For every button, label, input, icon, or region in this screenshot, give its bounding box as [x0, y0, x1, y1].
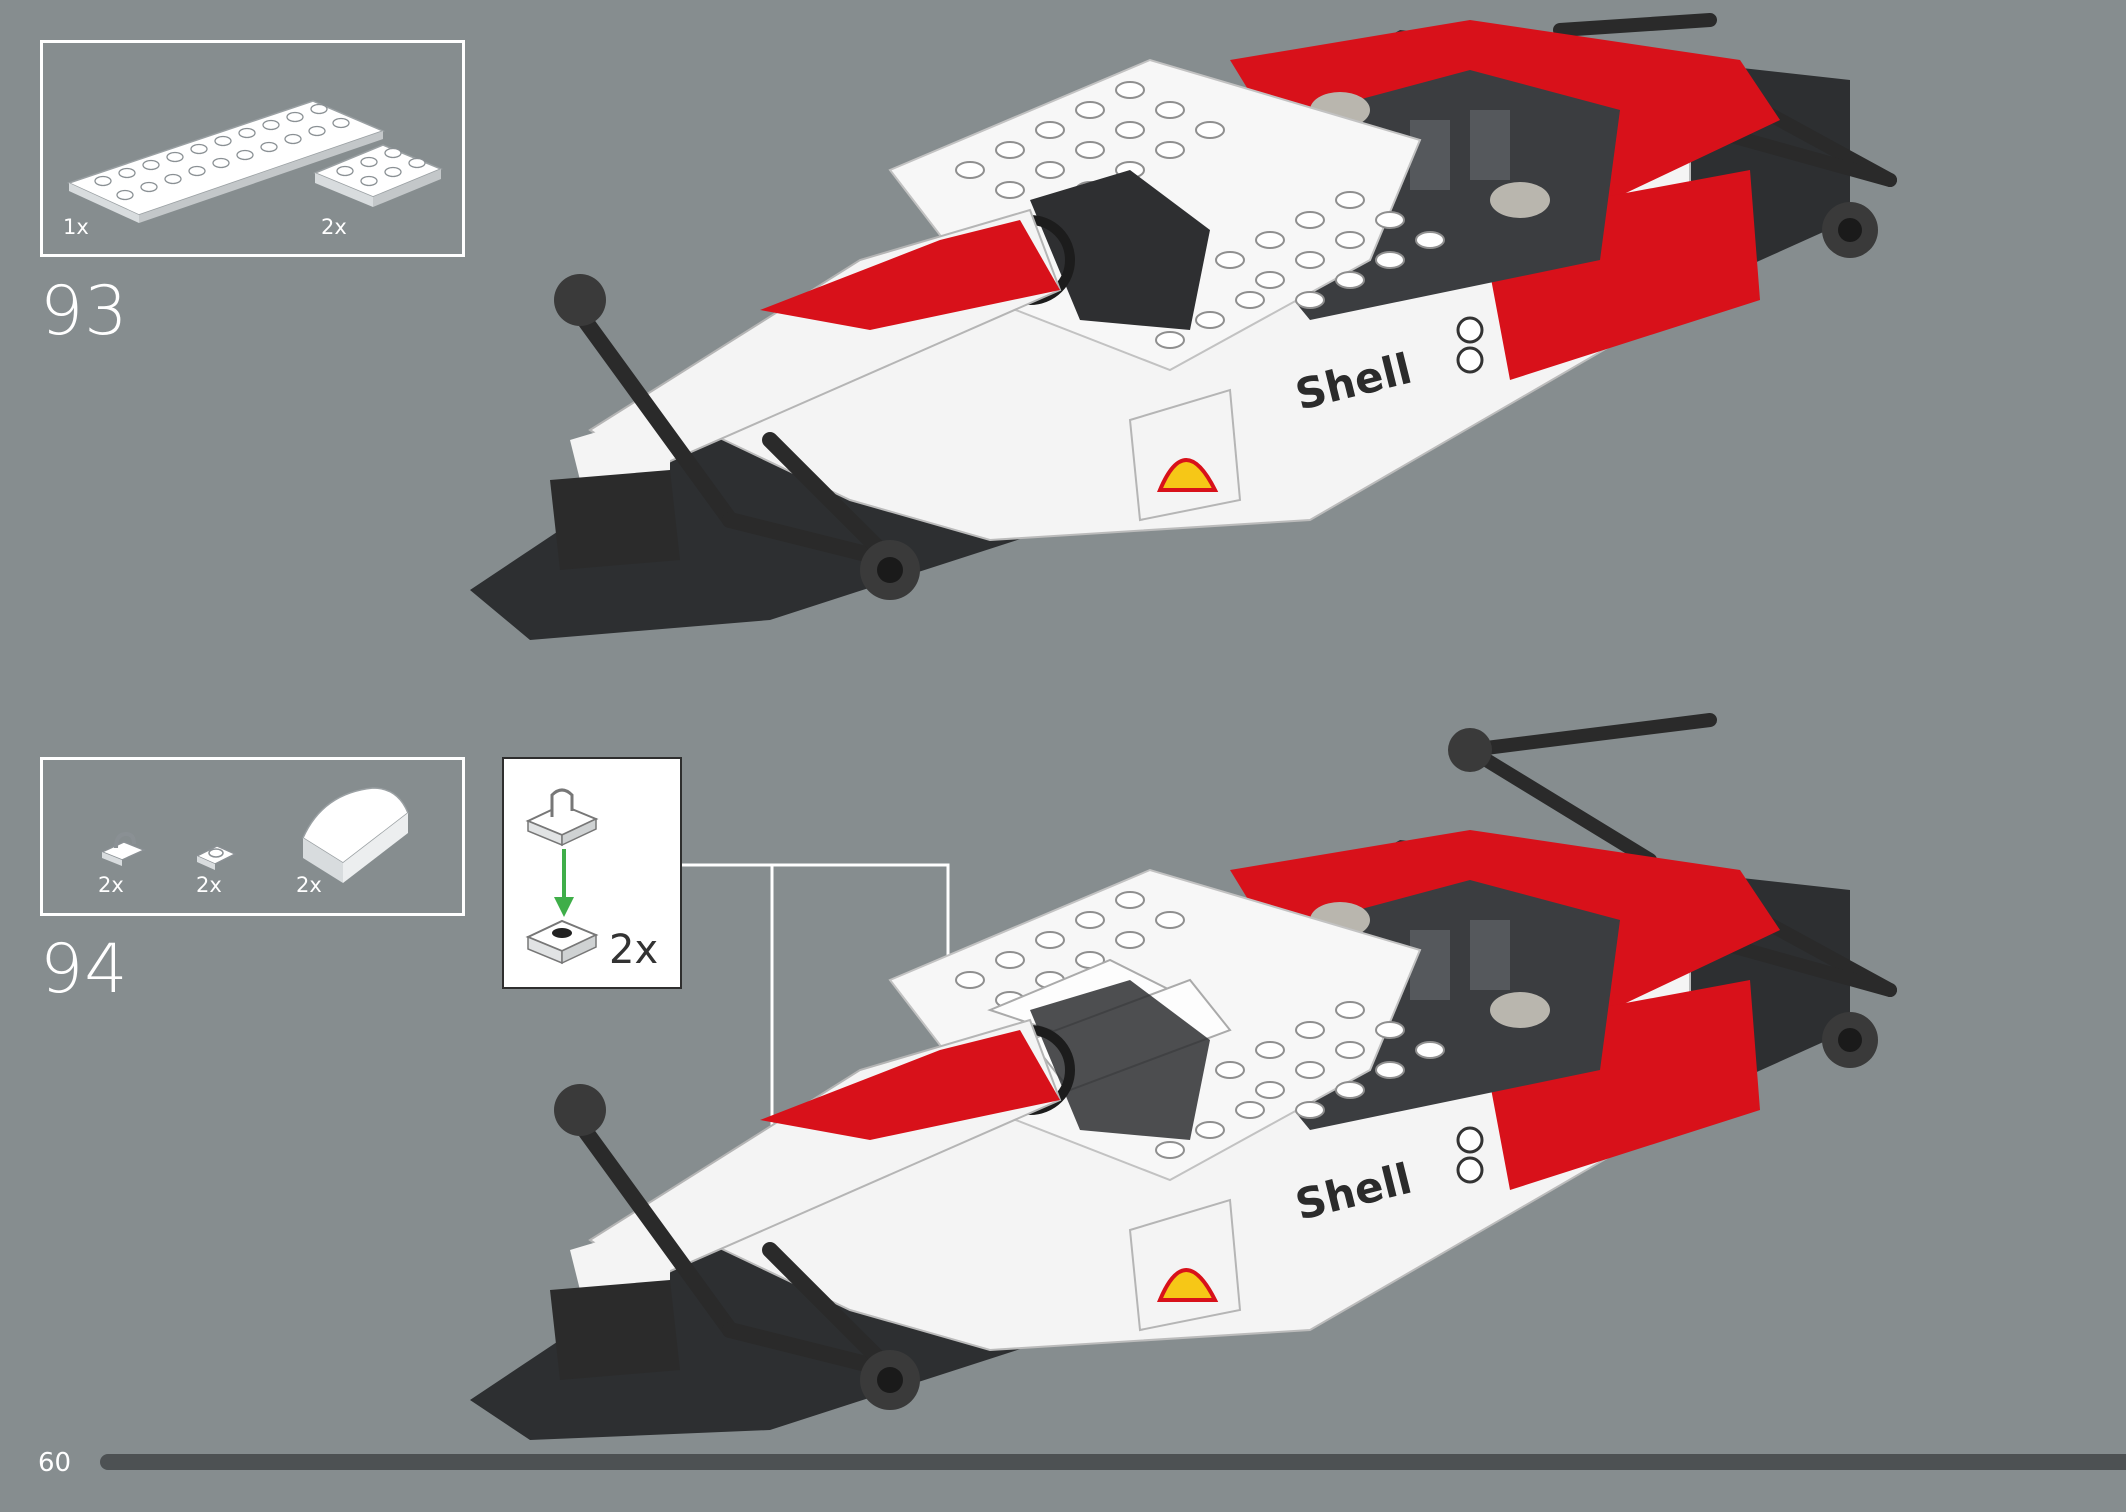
round-plate-icon — [195, 845, 237, 870]
car-model-step-93: Shell — [470, 13, 1897, 640]
subassembly-qty: 2x — [609, 927, 659, 973]
page-progress-bar — [100, 1454, 2126, 1470]
step-number: 93 — [40, 272, 129, 351]
page-number: 60 — [38, 1448, 72, 1478]
parts-list-step-94: 2x 2x 2x — [40, 757, 465, 916]
parts-list-step-93: 1x 2x — [40, 40, 465, 257]
part-qty: 2x — [196, 873, 222, 897]
clip-plate-icon — [100, 831, 146, 866]
part-qty: 2x — [296, 873, 322, 897]
car-model-step-94: Shell — [470, 713, 1897, 1440]
plate-2x3-white-icon — [313, 144, 443, 207]
plate-2x10-white-icon — [66, 100, 386, 223]
green-arrow-icon — [554, 849, 574, 917]
clip-part-icon — [525, 788, 599, 847]
part-qty: 2x — [321, 215, 347, 239]
step-number: 94 — [40, 930, 129, 1009]
part-qty: 1x — [63, 215, 89, 239]
part-qty: 2x — [98, 873, 124, 897]
curved-slope-icon — [302, 787, 409, 883]
round-plate-part-icon — [525, 919, 599, 965]
subassembly-callout: 2x — [502, 757, 682, 989]
